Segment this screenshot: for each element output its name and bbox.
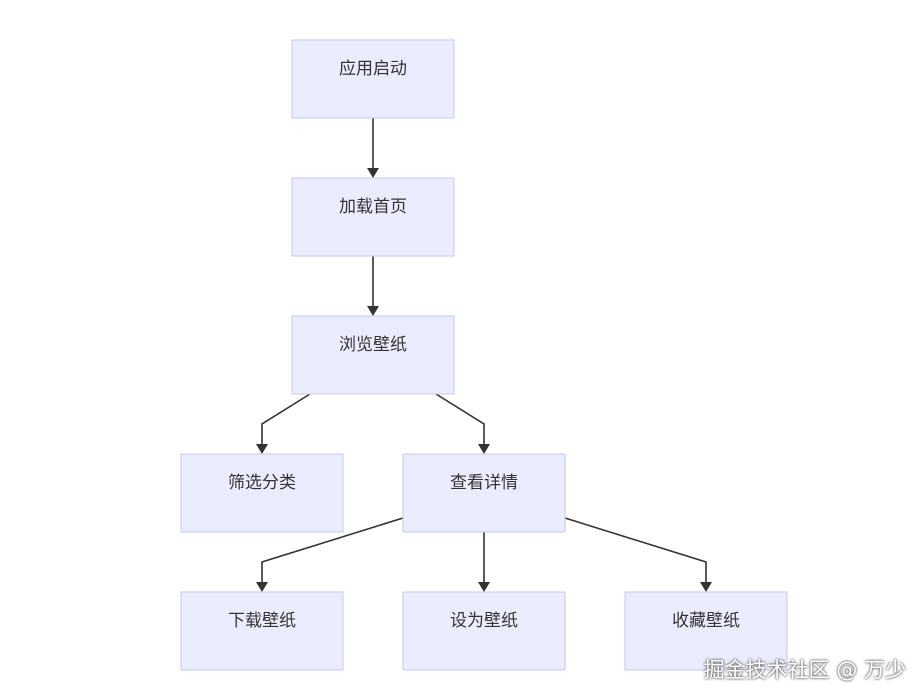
edge-detail-download: [261, 517, 404, 584]
node-label: 设为壁纸: [450, 611, 518, 631]
node-load-home: 加载首页: [291, 177, 455, 257]
node-label: 加载首页: [339, 197, 407, 217]
node-favorite-wallpaper: 收藏壁纸: [624, 591, 788, 671]
arrowhead-home-browse: [367, 306, 379, 316]
node-label: 查看详情: [450, 473, 518, 493]
arrowhead-browse-detail: [478, 444, 490, 454]
node-app-start: 应用启动: [291, 39, 455, 119]
node-set-as-wallpaper: 设为壁纸: [402, 591, 566, 671]
arrowhead-detail-download: [256, 582, 268, 592]
node-label: 下载壁纸: [228, 611, 296, 631]
node-label: 筛选分类: [228, 473, 296, 493]
node-label: 收藏壁纸: [672, 611, 740, 631]
node-browse-wallpapers: 浏览壁纸: [291, 315, 455, 395]
edge-browse-filter: [261, 393, 311, 446]
watermark: 掘金技术社区 @ 万少: [703, 658, 906, 682]
arrowhead-start-home: [367, 168, 379, 178]
node-label: 应用启动: [339, 59, 407, 79]
node-label: 浏览壁纸: [339, 335, 407, 355]
node-view-details: 查看详情: [402, 453, 566, 533]
arrowhead-detail-favorite: [700, 582, 712, 592]
arrowhead-detail-setwall: [478, 582, 490, 592]
edge-browse-detail: [435, 393, 485, 446]
node-download-wallpaper: 下载壁纸: [180, 591, 344, 671]
arrowhead-browse-filter: [256, 444, 268, 454]
edge-detail-favorite: [564, 517, 707, 584]
node-filter-category: 筛选分类: [180, 453, 344, 533]
